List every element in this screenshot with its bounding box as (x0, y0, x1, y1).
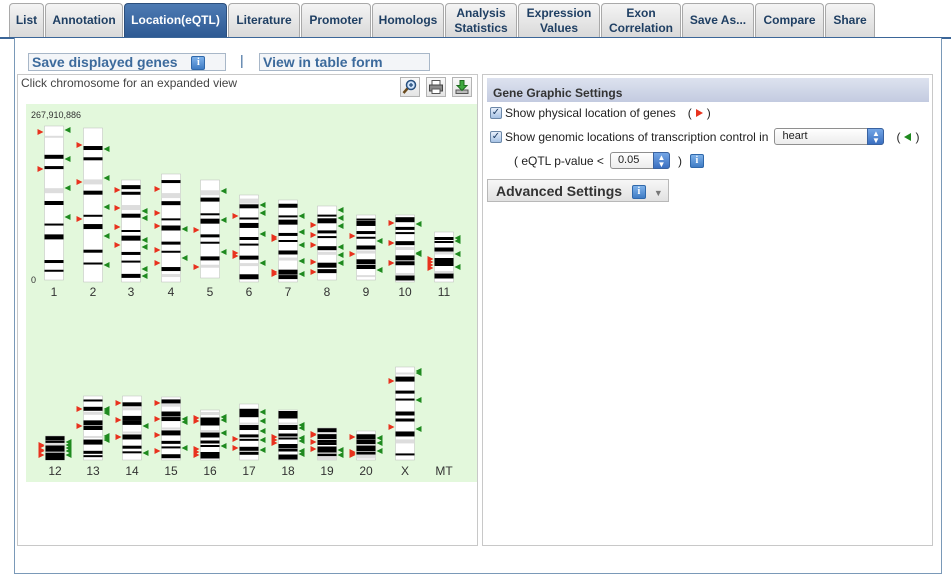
toolbar-separator: | (240, 52, 244, 68)
show-physical-row: ✓ Show physical location of genes ( ) (490, 106, 711, 120)
settings-title: Gene Graphic Settings (487, 78, 929, 102)
tab-bar: List Annotation Location(eQTL) Literatur… (0, 0, 951, 39)
tab-literature[interactable]: Literature (228, 3, 300, 37)
tab-share[interactable]: Share (825, 3, 875, 37)
paren-close: ) (706, 106, 711, 120)
tab-annotation[interactable]: Annotation (45, 3, 123, 37)
pvalue-select[interactable]: 0.05 ▲▼ (609, 152, 670, 169)
tab-location-eqtl[interactable]: Location(eQTL) (124, 3, 227, 37)
tab-homologs[interactable]: Homologs (372, 3, 444, 37)
tab-save-as[interactable]: Save As... (682, 3, 754, 37)
advanced-settings-label: Advanced Settings (496, 183, 623, 199)
gene-marker-icon (695, 109, 703, 117)
advanced-settings-button[interactable]: Advanced Settings i ▼ (487, 179, 669, 202)
tab-analysis-statistics[interactable]: Analysis Statistics (445, 3, 517, 37)
chromosome-panel (17, 74, 478, 546)
tab-promoter[interactable]: Promoter (301, 3, 371, 37)
pvalue-label: ( eQTL p-value < (514, 153, 604, 168)
zoom-icon[interactable] (400, 77, 420, 97)
eqtl-marker-icon (904, 132, 912, 141)
paren-open: ( (687, 106, 692, 120)
tissue-value: heart (782, 130, 808, 142)
pvalue-close-paren: ) (677, 153, 682, 168)
save-displayed-genes-button[interactable]: Save displayed genes i (28, 53, 226, 71)
tab-list[interactable]: List (9, 3, 44, 37)
pvalue-value: 0.05 (617, 154, 640, 166)
tab-exon-correlation[interactable]: Exon Correlation (601, 3, 681, 37)
view-in-table-form-label: View in table form (263, 54, 383, 70)
pvalue-row: ( eQTL p-value < 0.05 ▲▼ ) i (514, 152, 704, 169)
settings-panel (482, 74, 933, 546)
chevron-up-down-icon: ▲▼ (867, 128, 885, 145)
info-icon[interactable]: i (191, 56, 206, 71)
show-physical-checkbox[interactable]: ✓ (490, 107, 502, 119)
karyotype-view (26, 104, 477, 482)
show-genomic-checkbox[interactable]: ✓ (490, 130, 502, 143)
paren-close-2: ) (915, 129, 920, 144)
download-icon[interactable] (452, 77, 472, 97)
show-physical-label: Show physical location of genes (505, 106, 676, 120)
info-icon[interactable]: i (689, 153, 704, 168)
tissue-select[interactable]: heart ▲▼ (774, 128, 885, 145)
chevron-down-icon[interactable]: ▼ (653, 188, 663, 198)
tab-expression-values[interactable]: Expression Values (518, 3, 600, 37)
view-in-table-form-button[interactable]: View in table form (259, 53, 430, 71)
chromosome-hint: Click chromosome for an expanded view (21, 76, 238, 90)
chevron-up-down-icon: ▲▼ (652, 152, 670, 169)
print-icon[interactable] (426, 77, 446, 97)
info-icon[interactable]: i (631, 185, 646, 200)
tab-compare[interactable]: Compare (755, 3, 824, 37)
save-displayed-genes-label: Save displayed genes (32, 54, 178, 70)
show-genomic-label: Show genomic locations of transcription … (505, 129, 769, 144)
show-genomic-row: ✓ Show genomic locations of transcriptio… (490, 128, 919, 145)
paren-open-2: ( (896, 129, 901, 144)
